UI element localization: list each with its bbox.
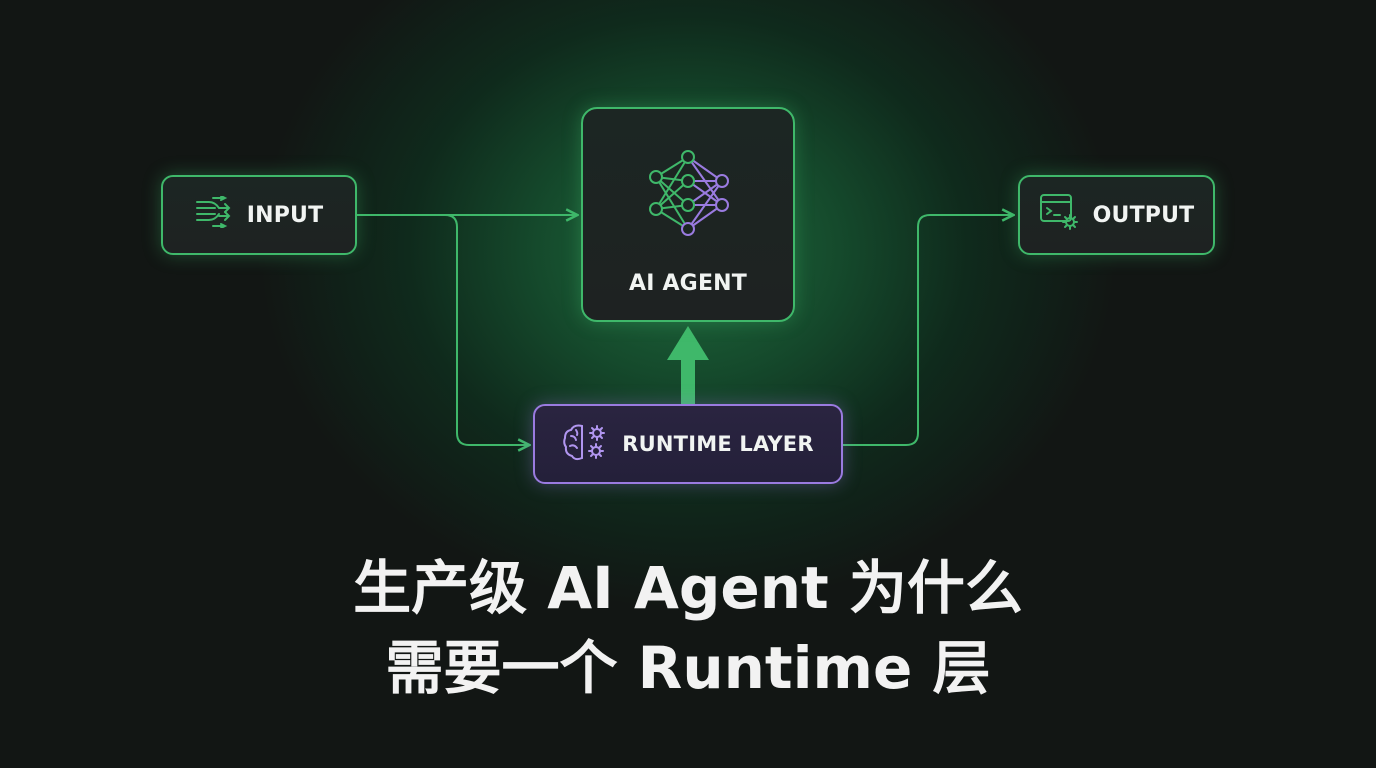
agent-node: AI AGENT	[581, 107, 795, 322]
edge-runtime-to-output	[843, 215, 1012, 446]
edge-runtime-to-agent	[667, 326, 709, 404]
brain-gears-icon	[562, 422, 608, 467]
input-node-label: INPUT	[246, 202, 324, 228]
edge-input-to-runtime	[357, 214, 528, 445]
title-line-1: 生产级 AI Agent 为什么	[353, 554, 1023, 622]
input-streams-icon	[195, 195, 233, 234]
runtime-node-label: RUNTIME LAYER	[622, 432, 814, 456]
page-title: 生产级 AI Agent 为什么 需要一个 Runtime 层	[0, 548, 1376, 708]
runtime-node: RUNTIME LAYER	[533, 404, 843, 484]
terminal-gear-icon	[1039, 193, 1079, 237]
input-node: INPUT	[161, 175, 357, 255]
agent-node-label: AI AGENT	[628, 271, 747, 296]
output-node-label: OUTPUT	[1092, 202, 1195, 228]
output-node: OUTPUT	[1018, 175, 1215, 255]
title-line-2: 需要一个 Runtime 层	[385, 634, 991, 702]
neural-network-icon	[640, 149, 736, 247]
